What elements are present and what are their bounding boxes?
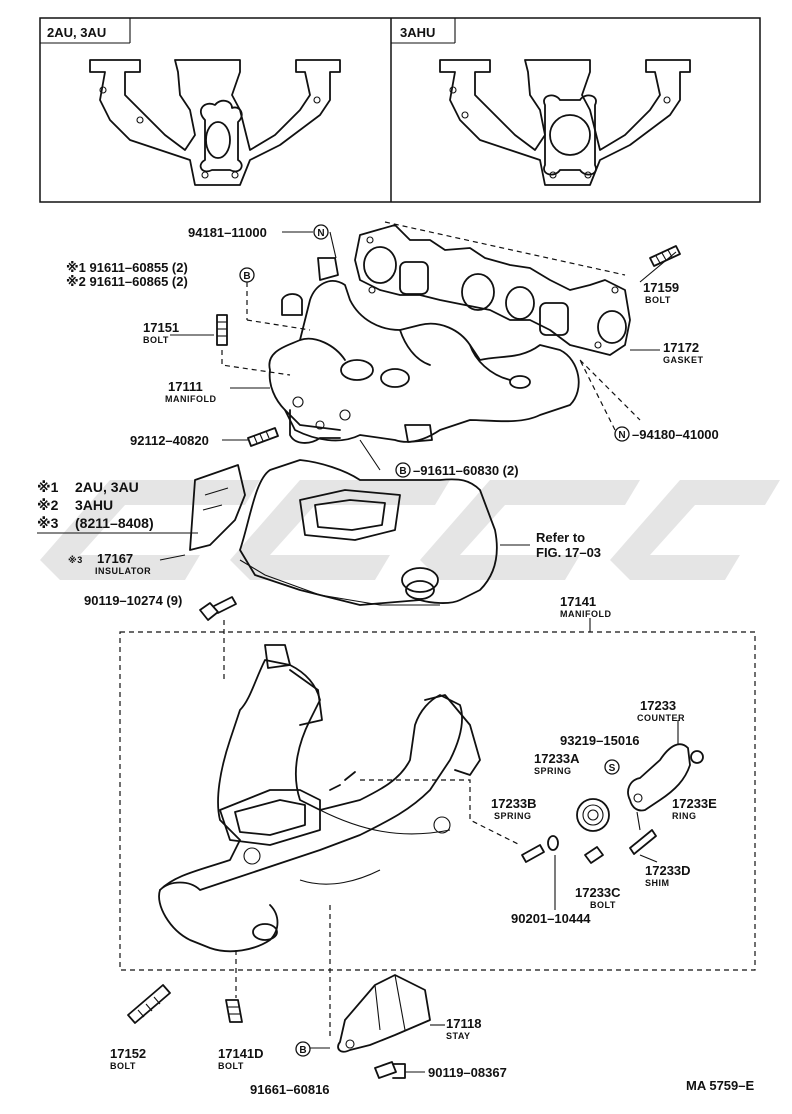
gasket-leader-dashes: [384, 221, 641, 421]
label-17118-name: STAY: [446, 1031, 471, 1041]
label-17167-name: INSULATOR: [95, 566, 151, 576]
label-17233e: 17233E: [672, 796, 717, 811]
label-90201-10444: 90201–10444: [511, 911, 591, 926]
label-17151: 17151: [143, 320, 179, 335]
watermark-logo: [40, 480, 780, 580]
legend-mark-1: ※1: [37, 479, 59, 495]
label-17233-name: COUNTER: [637, 713, 685, 723]
gasket-17172: [354, 224, 631, 356]
label-17233d-name: SHIM: [645, 878, 670, 888]
label-17159-name: BOLT: [645, 295, 671, 305]
label-94180-41000: –94180–41000: [632, 427, 719, 442]
label-17233b-name: SPRING: [494, 811, 532, 821]
legend-text-2: 3AHU: [75, 497, 113, 513]
label-refer-line1: Refer to: [536, 530, 585, 545]
label-refer-line2: FIG. 17–03: [536, 545, 601, 560]
counter-17233: [627, 743, 691, 812]
label-17141: 17141: [560, 594, 596, 609]
label-17141d-name: BOLT: [218, 1061, 244, 1071]
legend-text-1: 2AU, 3AU: [75, 479, 139, 495]
footer-code: MA 5759–E: [686, 1078, 754, 1093]
label-91611-60855: ※1 91611–60855 (2): [66, 260, 188, 275]
shim-17233d: [629, 829, 657, 855]
label-17167: 17167: [97, 551, 133, 566]
inset-left-title: 2AU, 3AU: [47, 25, 106, 40]
inset-right-title: 3AHU: [400, 25, 435, 40]
counter-leader: [636, 811, 641, 831]
ring-17233e: [690, 750, 704, 764]
label-91611-60830: –91611–60830 (2): [413, 463, 519, 478]
stud-bolt-17159: [649, 245, 681, 267]
label-91661-60816: 91661–60816: [250, 1082, 330, 1097]
label-17141-name: MANIFOLD: [560, 609, 612, 619]
stay-17118: [337, 974, 431, 1053]
label-17152-name: BOLT: [110, 1061, 136, 1071]
manifold-leader-dash: [360, 779, 521, 846]
intake-manifold-17141: [158, 644, 481, 953]
stud-bolt-17152: [127, 984, 171, 1024]
intake-manifold-cover: [239, 459, 498, 606]
symbol-n-right: N: [614, 426, 630, 442]
symbol-b-1: B: [239, 267, 255, 283]
spring-17233a: [576, 798, 610, 832]
manifold-17141-frame: [119, 631, 756, 971]
leader-lines: [170, 231, 679, 1073]
label-17152: 17152: [110, 1046, 146, 1061]
label-17233d: 17233D: [645, 863, 691, 878]
washer-90201: [547, 835, 559, 851]
insulator-leader: [159, 554, 186, 561]
inset-right-gasket: [439, 59, 691, 186]
label-17233e-name: RING: [672, 811, 697, 821]
label-17141d: 17141D: [218, 1046, 264, 1061]
label-17118: 17118: [446, 1016, 481, 1031]
label-17167-mark: ※3: [68, 555, 83, 565]
symbol-b-2-label: B: [399, 466, 406, 477]
inset-left-gasket: [89, 59, 341, 186]
legend-text-3: (8211–8408): [75, 515, 154, 531]
label-17233b: 17233B: [491, 796, 537, 811]
label-17233a-name: SPRING: [534, 766, 572, 776]
label-17233a: 17233A: [534, 751, 580, 766]
bolt-90119-10274: [199, 596, 237, 621]
label-17233c-name: BOLT: [590, 900, 616, 910]
symbol-n-top-label: N: [317, 228, 324, 239]
stud-bolt-92112: [247, 427, 279, 447]
label-17159: 17159: [643, 280, 679, 295]
symbol-s: S: [604, 759, 620, 775]
symbol-s-label: S: [609, 763, 616, 774]
label-90119-10274: 90119–10274 (9): [84, 593, 182, 608]
exhaust-manifold-17111: [268, 257, 580, 444]
symbol-n-right-label: N: [618, 430, 625, 441]
label-17172-name: GASKET: [663, 355, 704, 365]
label-17111: 17111: [168, 379, 203, 394]
symbol-b-2: B: [395, 462, 411, 478]
label-17151-name: BOLT: [143, 335, 169, 345]
label-93219-15016: 93219–15016: [560, 733, 640, 748]
insulator-17167: [189, 464, 246, 551]
stud-bolt-17151: [216, 314, 291, 376]
bolt-17233c: [584, 846, 604, 864]
symbol-n-top: N: [313, 224, 329, 240]
stud-bolt-17141d: [225, 999, 243, 1023]
symbol-b-3: B: [295, 1041, 311, 1057]
label-17233: 17233: [640, 698, 676, 713]
symbol-b-3-label: B: [299, 1045, 306, 1056]
legend-mark-3: ※3: [37, 515, 59, 531]
label-17233c: 17233C: [575, 885, 621, 900]
bolt-90119-08367: [374, 1061, 406, 1079]
label-92112-40820: 92112–40820: [130, 433, 209, 448]
inset-frame: [39, 17, 761, 203]
label-94181-11000: 94181–11000: [188, 225, 267, 240]
symbol-b-1-label: B: [243, 271, 250, 282]
label-91611-60865: ※2 91611–60865 (2): [66, 274, 188, 289]
legend-mark-2: ※2: [37, 497, 59, 513]
label-90119-08367: 90119–08367: [428, 1065, 507, 1080]
label-17111-name: MANIFOLD: [165, 394, 217, 404]
label-17172: 17172: [663, 340, 699, 355]
spring-17233b: [521, 844, 545, 863]
